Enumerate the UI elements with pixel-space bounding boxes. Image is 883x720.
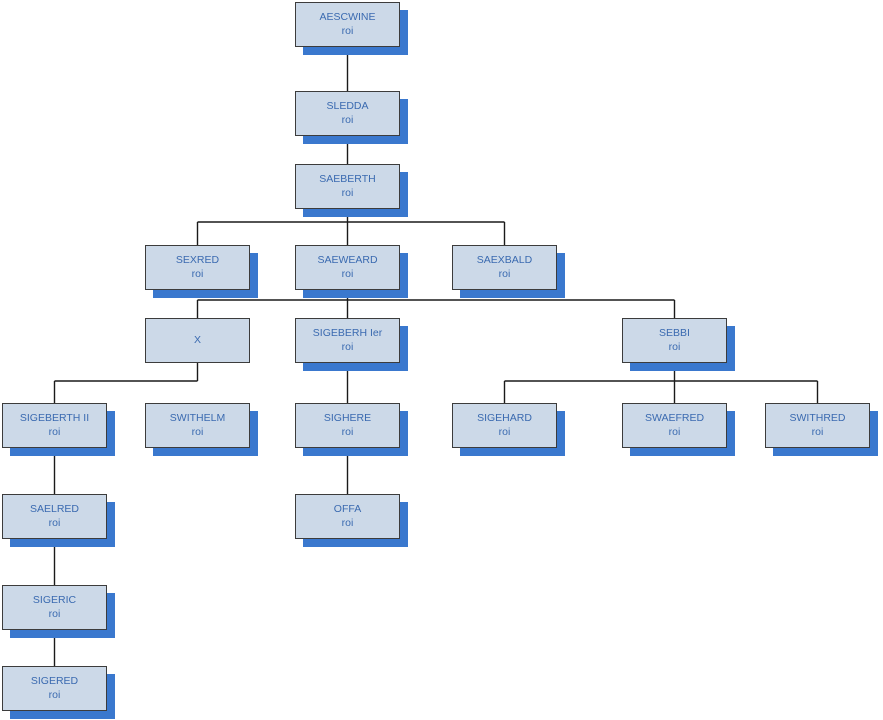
node-role: roi	[498, 425, 511, 438]
node-role: roi	[48, 688, 61, 701]
node-role: roi	[341, 516, 354, 529]
node-name: SAEBERTH	[319, 173, 376, 186]
node-name: SEBBI	[659, 327, 690, 340]
node-role: roi	[668, 340, 681, 353]
node-role: roi	[341, 267, 354, 280]
node-role: roi	[668, 425, 681, 438]
tree-edge	[53, 363, 199, 403]
node-name: SAEWEARD	[317, 254, 378, 267]
node-name: SIGERED	[30, 675, 79, 688]
node-role: roi	[48, 516, 61, 529]
node-role: roi	[341, 340, 354, 353]
node-name: OFFA	[333, 503, 362, 516]
node-name: SWITHRED	[789, 412, 846, 425]
node-name: SIGHERE	[323, 412, 372, 425]
node-name: SEXRED	[175, 254, 220, 267]
tree-edge	[196, 290, 676, 318]
node-role: roi	[341, 113, 354, 126]
node-role: roi	[811, 425, 824, 438]
node-role: roi	[341, 24, 354, 37]
node-role: roi	[48, 425, 61, 438]
node-name: SIGEHARD	[477, 412, 532, 425]
node-name: SAEXBALD	[476, 254, 533, 267]
node-role: roi	[341, 425, 354, 438]
node-name: SIGEBERH Ier	[312, 327, 383, 340]
node-name: SAELRED	[29, 503, 80, 516]
node-name: SIGERIC	[32, 594, 77, 607]
node-role: roi	[498, 267, 511, 280]
node-name: SIGEBERTH II	[19, 412, 90, 425]
node-role: roi	[341, 186, 354, 199]
node-name: AESCWINE	[319, 11, 376, 24]
node-name: SLEDDA	[326, 100, 369, 113]
node-x[interactable]: X	[145, 318, 250, 363]
node-name: SWITHELM	[169, 412, 226, 425]
node-role: roi	[191, 425, 204, 438]
node-role: roi	[48, 607, 61, 620]
node-name: X	[193, 333, 201, 346]
node-name: SWAEFRED	[644, 412, 705, 425]
node-role: roi	[191, 267, 204, 280]
